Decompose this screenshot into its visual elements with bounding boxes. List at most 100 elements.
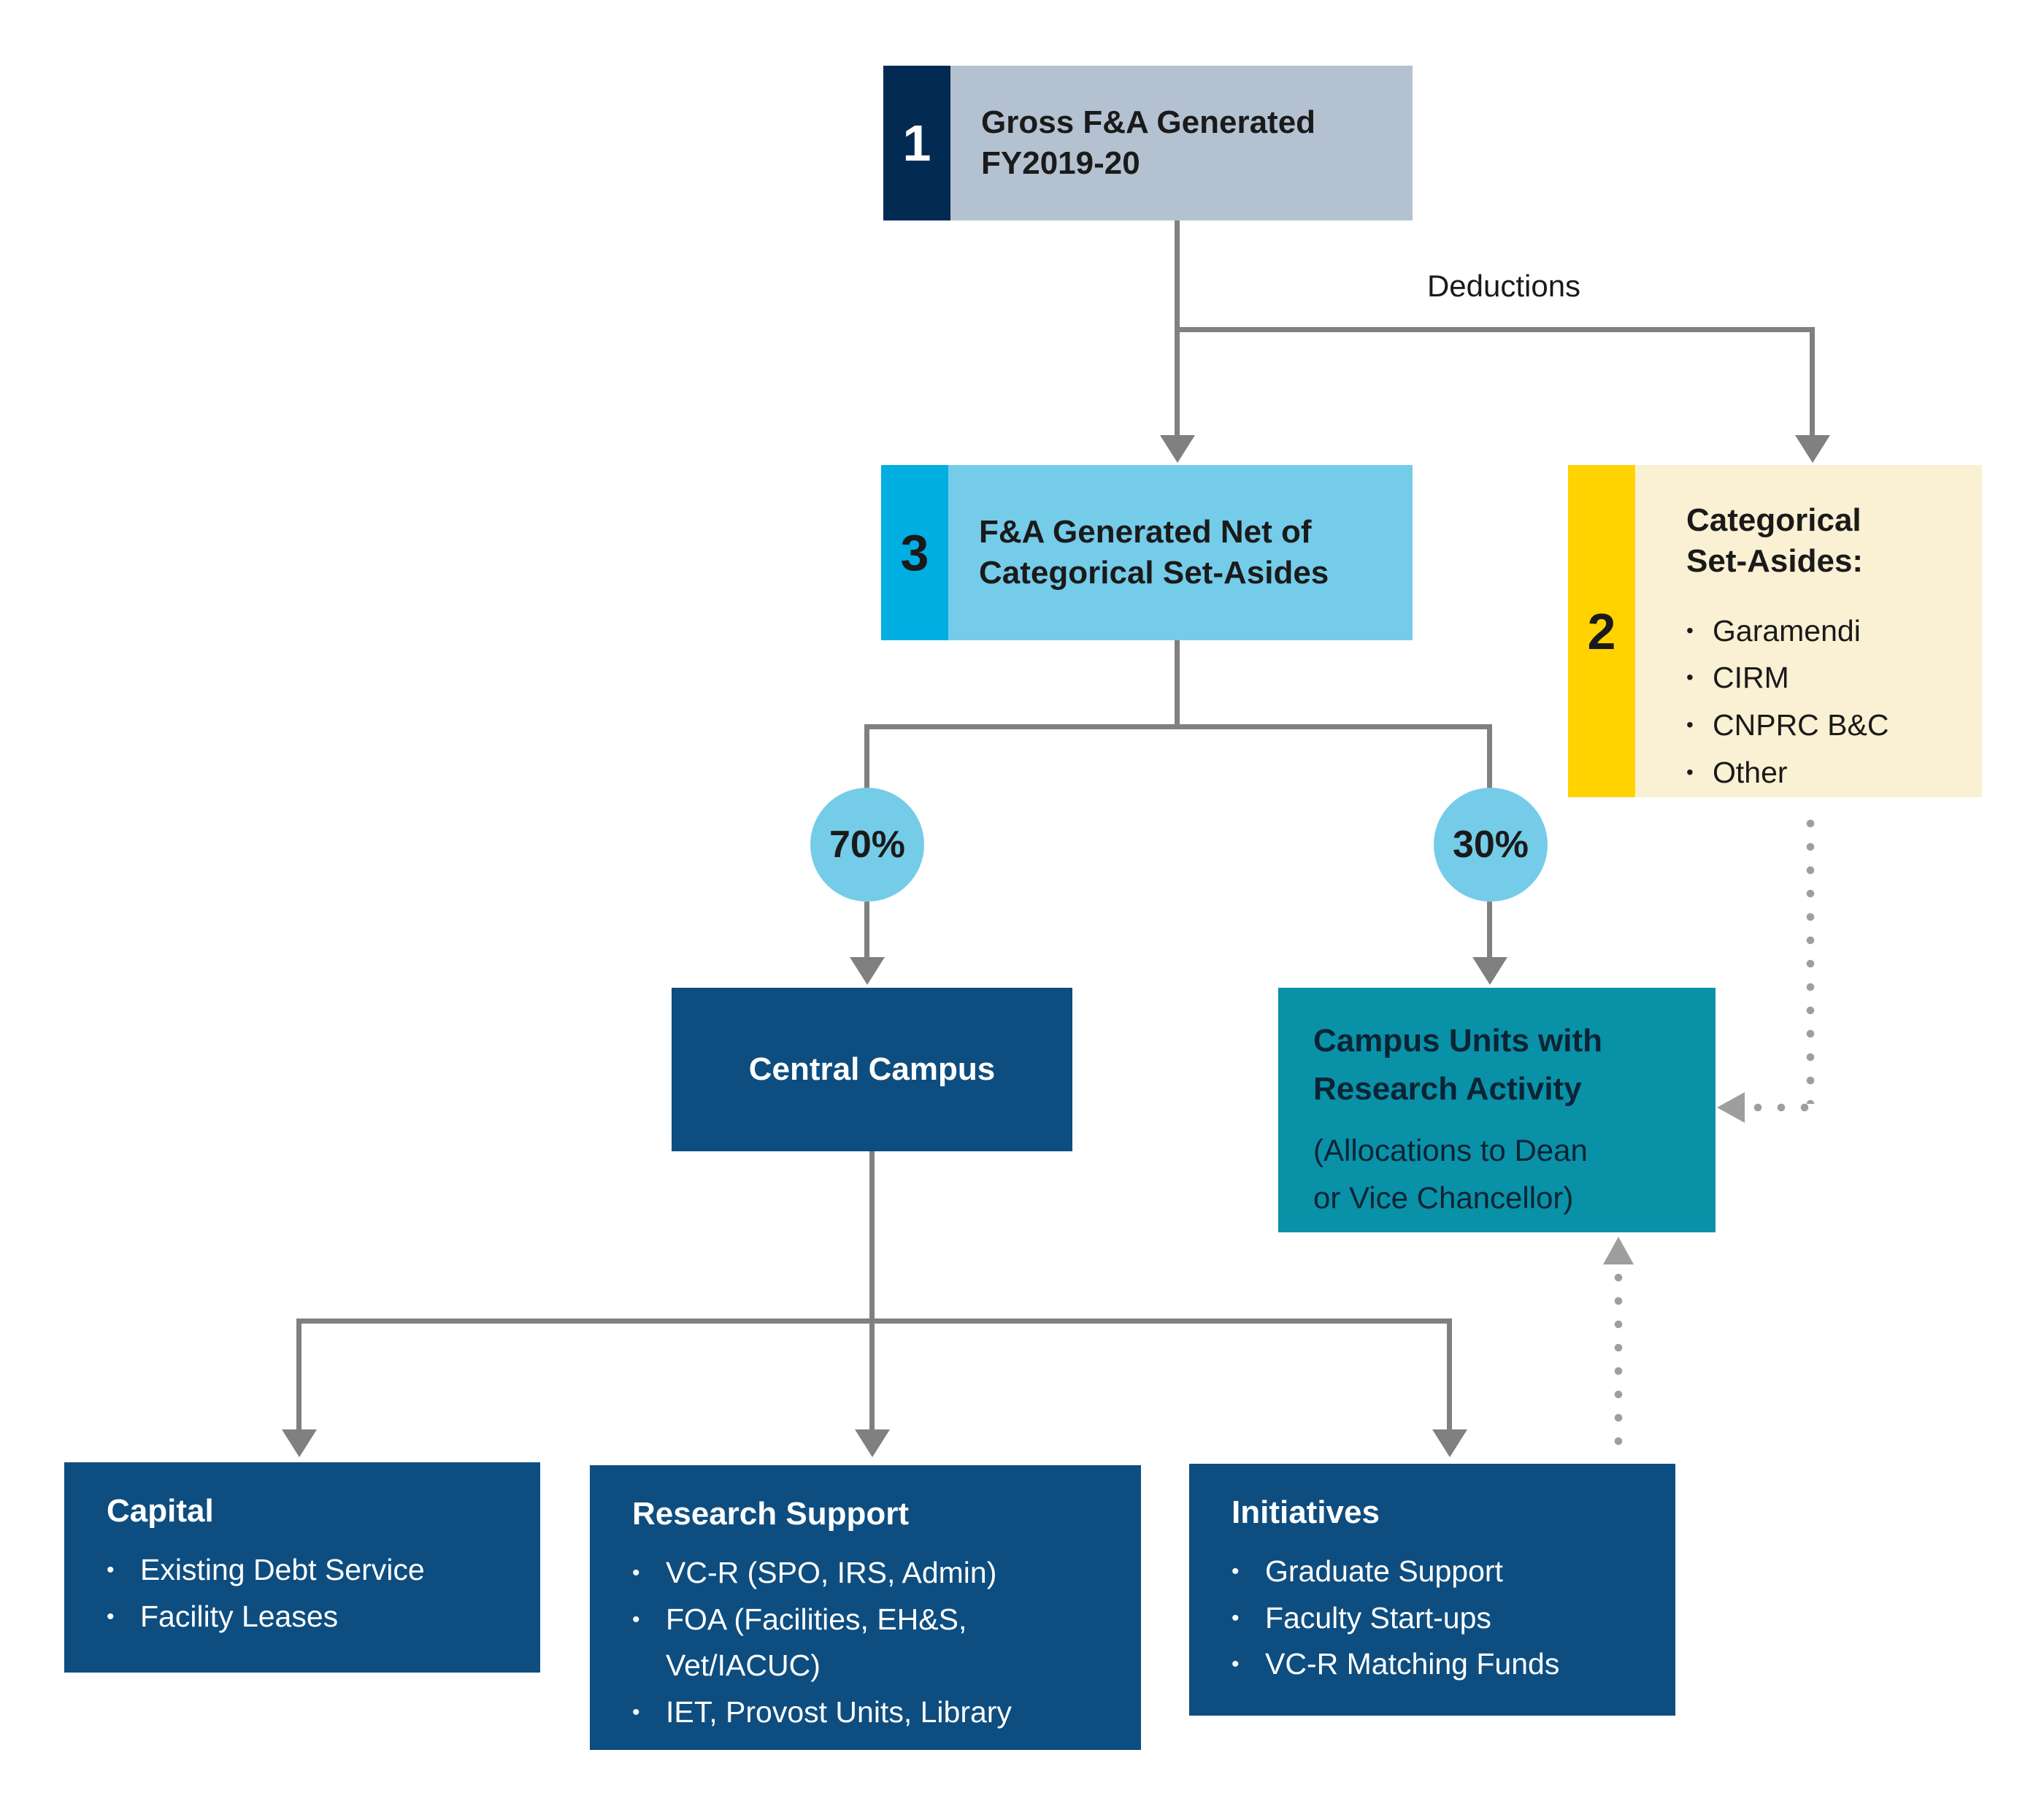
- connector-down-to-capital: [296, 1318, 301, 1431]
- connector-30-down: [1487, 902, 1492, 960]
- campus-units-title-line1: Campus Units with: [1313, 1023, 1603, 1059]
- step-1-body: Gross F&A Generated FY2019-20: [950, 66, 1413, 220]
- down-arrowhead-step3-icon: [1160, 435, 1195, 463]
- capital-heading: Capital: [107, 1493, 214, 1529]
- bullet-item: • Graduate Support: [1232, 1548, 1661, 1595]
- bullet-text: Graduate Support: [1265, 1554, 1503, 1588]
- bullet-text: Existing Debt Service: [140, 1553, 425, 1586]
- bullet-item: • CNPRC B&C: [1686, 702, 1967, 749]
- dotted-line-initiatives-up: [1614, 1266, 1623, 1453]
- bullet-dot-icon: •: [107, 1604, 115, 1629]
- down-arrowhead-research-icon: [855, 1429, 890, 1457]
- up-arrowhead-into-campus-units-icon: [1603, 1237, 1634, 1264]
- campus-units-subtitle: (Allocations to Dean or Vice Chancellor): [1313, 1126, 1694, 1221]
- campus-units-subtitle-line1: (Allocations to Dean: [1313, 1133, 1588, 1167]
- down-arrowhead-initiatives-icon: [1432, 1429, 1467, 1457]
- set-asides-bullet-list: • Garamendi • CIRM • CNPRC B&C • Other: [1686, 607, 1967, 796]
- bullet-dot-icon: •: [1232, 1605, 1240, 1630]
- connector-down-to-initiatives: [1447, 1318, 1452, 1431]
- set-asides-heading: Categorical Set-Asides:: [1686, 500, 1967, 583]
- dotted-line-set-asides-down: [1806, 812, 1815, 1104]
- campus-units-title: Campus Units with Research Activity: [1313, 1017, 1694, 1113]
- bullet-dot-icon: •: [632, 1561, 640, 1585]
- bullet-dot-icon: •: [107, 1558, 115, 1582]
- percent-30-label: 30%: [1452, 824, 1529, 866]
- bullet-text: Faculty Start-ups: [1265, 1600, 1491, 1635]
- bullet-dot-icon: •: [1686, 618, 1694, 642]
- capital-box: Capital • Existing Debt Service • Facili…: [64, 1462, 540, 1673]
- set-asides-heading-line1: Categorical: [1686, 502, 1862, 538]
- research-support-box: Research Support • VC-R (SPO, IRS, Admin…: [590, 1465, 1141, 1750]
- bullet-dot-icon: •: [1232, 1652, 1240, 1677]
- research-support-heading: Research Support: [632, 1496, 909, 1532]
- bullet-item: • Faculty Start-ups: [1232, 1595, 1661, 1642]
- deductions-label: Deductions: [1426, 269, 1581, 303]
- split-30-circle: 30%: [1434, 788, 1548, 902]
- bullet-text: CNPRC B&C: [1713, 708, 1889, 742]
- capital-bullet-list: • Existing Debt Service • Facility Lease…: [107, 1547, 526, 1640]
- step-2-body: Categorical Set-Asides: • Garamendi • CI…: [1635, 465, 1982, 797]
- connector-down-to-30: [1487, 724, 1492, 790]
- bullet-text: Facility Leases: [140, 1599, 339, 1633]
- initiatives-heading: Initiatives: [1232, 1494, 1380, 1530]
- bullet-item: • Garamendi: [1686, 607, 1967, 655]
- bullet-text: VC-R Matching Funds: [1265, 1647, 1560, 1681]
- research-support-bullet-list: • VC-R (SPO, IRS, Admin) • FOA (Faciliti…: [632, 1550, 1119, 1735]
- step-1-title-line1: Gross F&A Generated: [981, 104, 1316, 140]
- central-campus-title: Central Campus: [748, 1051, 996, 1087]
- bullet-text: FOA (Facilities, EH&S, Vet/IACUC): [666, 1602, 967, 1683]
- split-70-circle: 70%: [810, 788, 924, 902]
- connector-step1-down: [1175, 220, 1180, 330]
- step-3-body: F&A Generated Net of Categorical Set-Asi…: [948, 465, 1413, 640]
- connector-deductions-horizontal: [1175, 327, 1815, 332]
- bullet-item: • Other: [1686, 749, 1967, 796]
- left-arrowhead-into-campus-units-icon: [1717, 1092, 1745, 1123]
- bullet-item: • Facility Leases: [107, 1594, 526, 1640]
- step-3-title-line2: Categorical Set-Asides: [979, 555, 1329, 591]
- bullet-text: Other: [1713, 755, 1788, 789]
- bullet-item: • VC-R Matching Funds: [1232, 1641, 1661, 1688]
- step-2-box: 2 Categorical Set-Asides: • Garamendi • …: [1568, 465, 1982, 797]
- down-arrowhead-campus-units-icon: [1472, 957, 1507, 985]
- connector-down-to-research: [869, 1318, 875, 1431]
- connector-split-horizontal: [867, 724, 1492, 729]
- bullet-dot-icon: •: [632, 1607, 640, 1632]
- initiatives-box: Initiatives • Graduate Support • Faculty…: [1189, 1464, 1675, 1716]
- connector-down-to-step3: [1175, 327, 1180, 438]
- bullet-item: • VC-R (SPO, IRS, Admin): [632, 1550, 1119, 1597]
- percent-70-label: 70%: [829, 824, 906, 866]
- campus-units-title-line2: Research Activity: [1313, 1071, 1582, 1107]
- bullet-text: IET, Provost Units, Library: [666, 1694, 1012, 1729]
- campus-units-subtitle-line2: or Vice Chancellor): [1313, 1181, 1574, 1216]
- central-campus-box: Central Campus: [672, 988, 1072, 1151]
- campus-units-box: Campus Units with Research Activity (All…: [1278, 988, 1716, 1232]
- set-asides-heading-line2: Set-Asides:: [1686, 543, 1864, 580]
- bullet-dot-icon: •: [1686, 713, 1694, 737]
- bullet-item: • Existing Debt Service: [107, 1547, 526, 1594]
- connector-step3-down: [1175, 640, 1180, 726]
- bullet-item: • CIRM: [1686, 654, 1967, 702]
- step-3-title-line1: F&A Generated Net of: [979, 513, 1312, 550]
- dotted-line-set-asides-left: [1746, 1103, 1810, 1112]
- step-2-number-tab: 2: [1568, 465, 1635, 797]
- down-arrowhead-central-icon: [850, 957, 885, 985]
- step-1-box: 1 Gross F&A Generated FY2019-20: [883, 66, 1413, 220]
- down-arrowhead-step2-icon: [1795, 435, 1830, 463]
- connector-down-to-step2: [1810, 327, 1815, 438]
- bullet-item: • IET, Provost Units, Library: [632, 1689, 1119, 1736]
- bullet-dot-icon: •: [1686, 760, 1694, 783]
- bullet-text: Garamendi: [1713, 613, 1861, 648]
- bullet-text: VC-R (SPO, IRS, Admin): [666, 1556, 997, 1589]
- bullet-dot-icon: •: [632, 1700, 640, 1724]
- initiatives-bullet-list: • Graduate Support • Faculty Start-ups •…: [1232, 1548, 1661, 1688]
- bullet-text: CIRM: [1713, 661, 1789, 695]
- bullet-item: • FOA (Facilities, EH&S, Vet/IACUC): [632, 1597, 1119, 1689]
- connector-down-to-70: [864, 724, 869, 790]
- connector-70-down: [864, 902, 869, 960]
- step-1-number-tab: 1: [883, 66, 950, 220]
- step-3-box: 3 F&A Generated Net of Categorical Set-A…: [881, 465, 1413, 640]
- step-1-title-line2: FY2019-20: [981, 145, 1140, 181]
- bullet-dot-icon: •: [1232, 1559, 1240, 1583]
- connector-central-down: [869, 1151, 875, 1321]
